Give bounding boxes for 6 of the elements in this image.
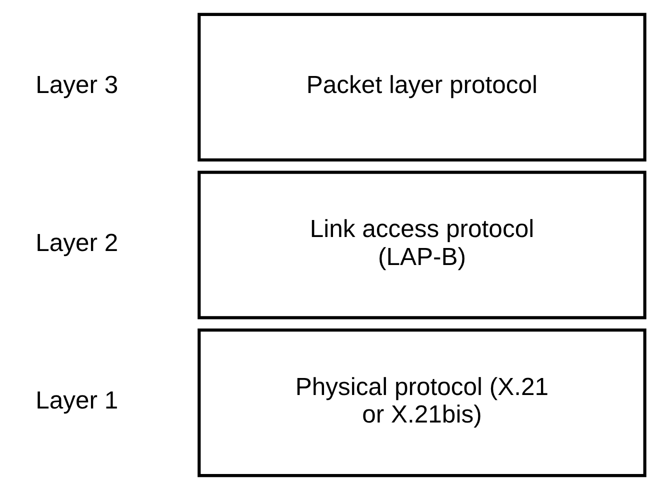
node-label: Layer 2 xyxy=(36,230,118,257)
node-box: Packet layer protocol xyxy=(198,12,646,162)
node-label: Layer 1 xyxy=(36,388,118,415)
node-box: Physical protocol (X.21 or X.21bis) xyxy=(198,328,646,478)
node-label: Layer 3 xyxy=(36,72,118,100)
node-box: Link access protocol (LAP-B) xyxy=(198,170,646,320)
